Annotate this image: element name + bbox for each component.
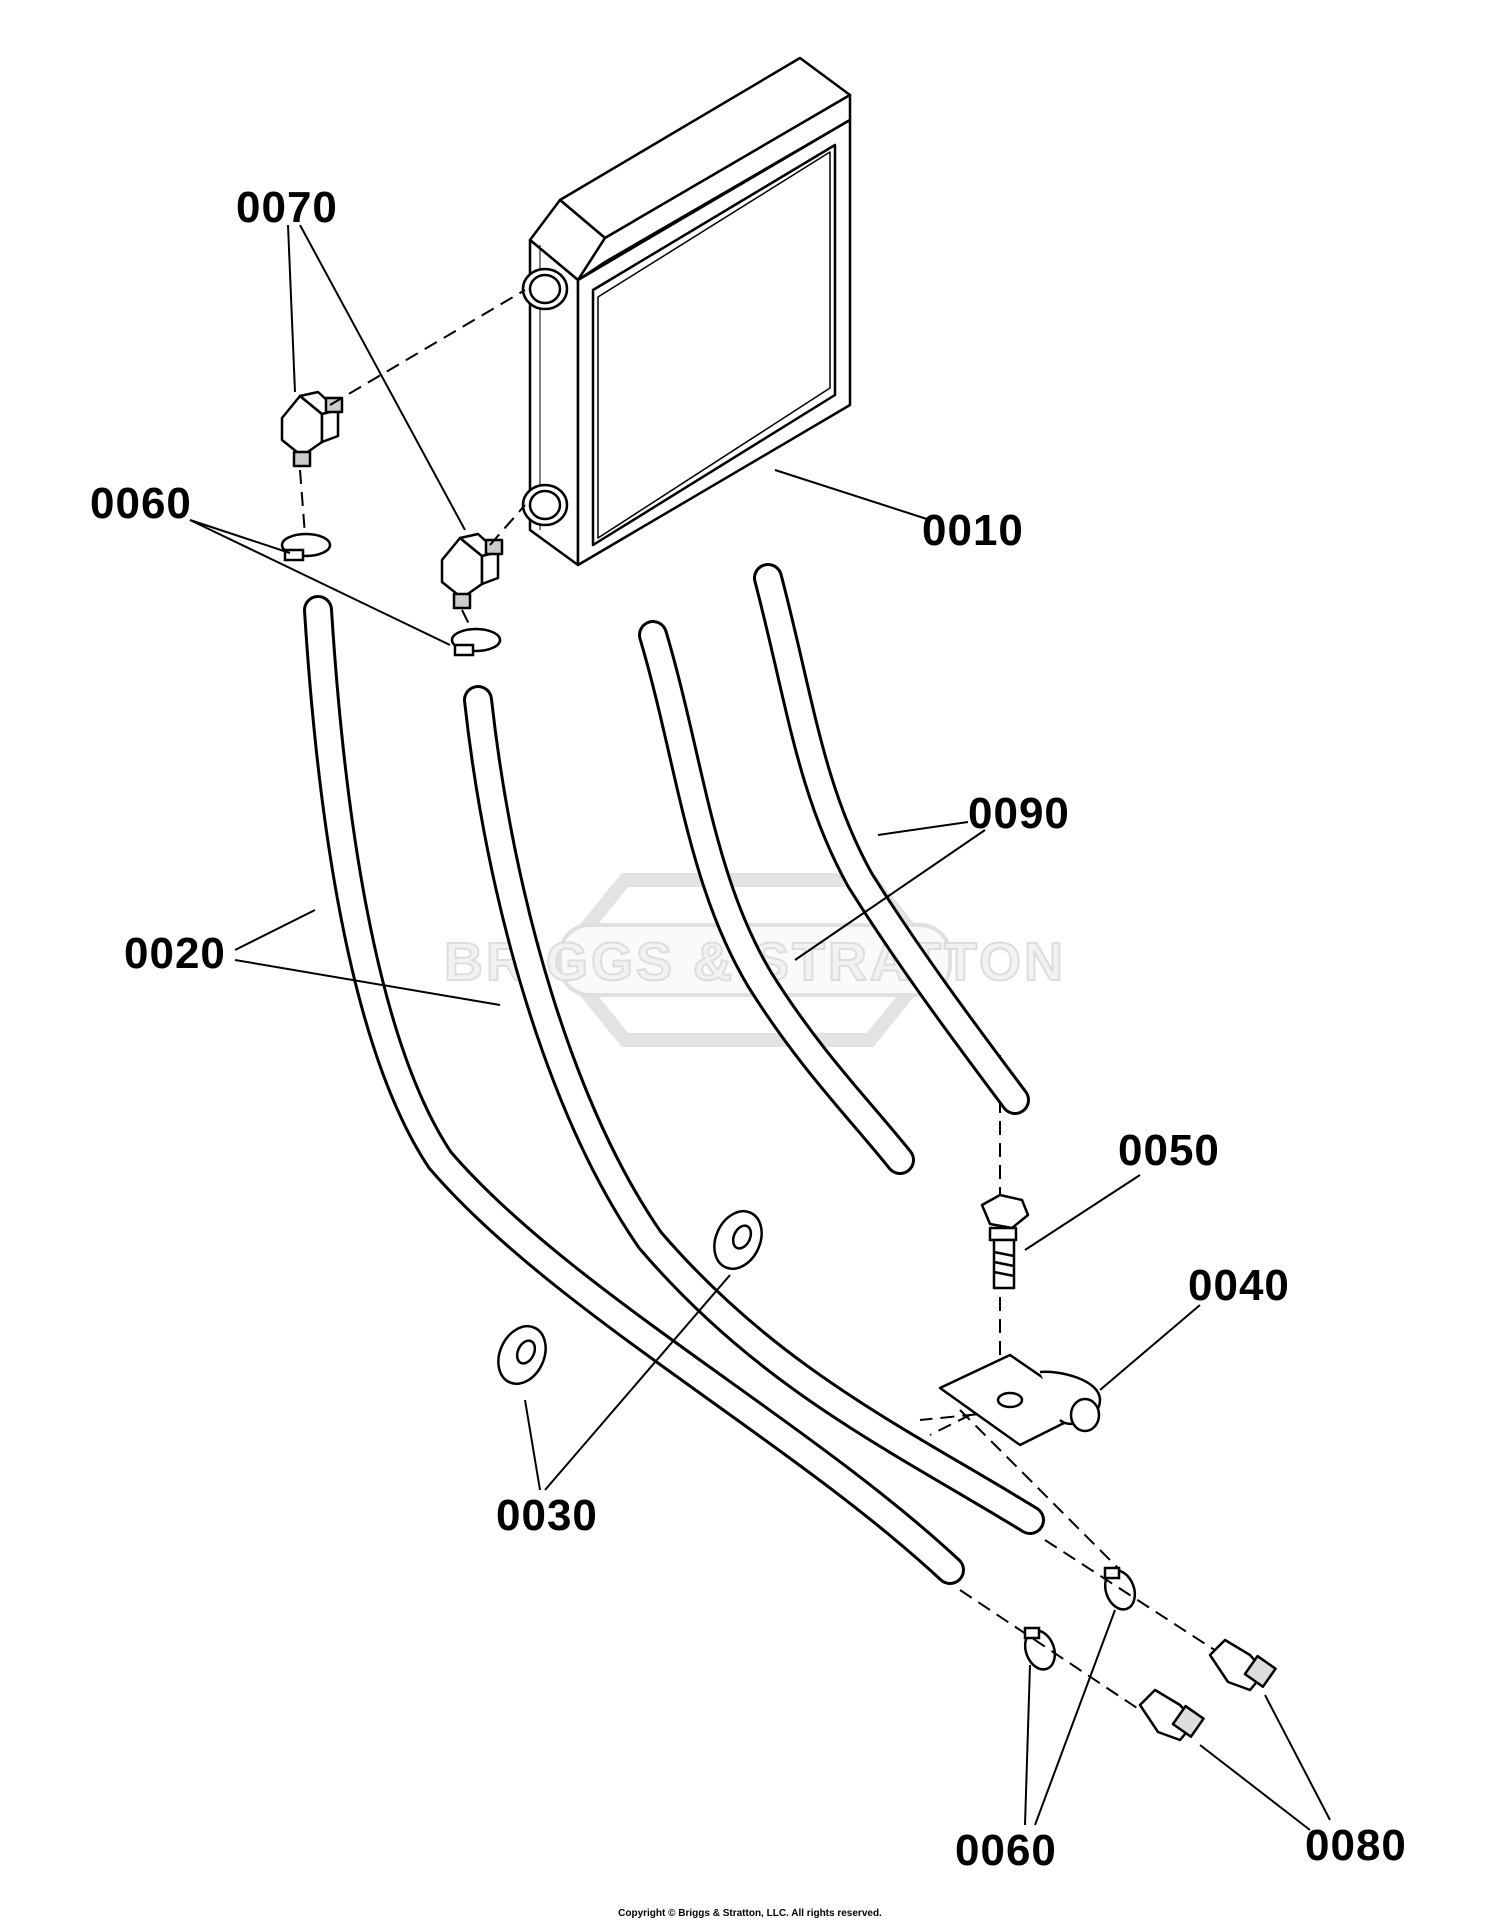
radiator bbox=[528, 56, 852, 567]
label-0090: 0090 bbox=[968, 789, 1070, 838]
hose-clamps-top bbox=[280, 532, 502, 657]
label-0050: 0050 bbox=[1118, 1126, 1220, 1175]
hose-0090-right bbox=[753, 563, 1030, 1115]
bracket bbox=[938, 1353, 1102, 1447]
label-0030: 0030 bbox=[496, 1491, 598, 1540]
label-0060-bottom: 0060 bbox=[955, 1826, 1057, 1875]
hose-clamps-bottom bbox=[1023, 1566, 1137, 1671]
hose-0020-right bbox=[463, 685, 1045, 1535]
hose-0090-left bbox=[638, 620, 915, 1175]
washers bbox=[497, 1210, 763, 1385]
bolt bbox=[980, 1193, 1030, 1290]
label-0040: 0040 bbox=[1188, 1261, 1290, 1310]
leader-lines bbox=[189, 224, 1331, 1831]
copyright-notice: Copyright © Briggs & Stratton, LLC. All … bbox=[618, 1908, 882, 1919]
elbow-fitting-lower bbox=[440, 532, 504, 610]
label-0080: 0080 bbox=[1305, 1821, 1407, 1870]
label-0020: 0020 bbox=[124, 929, 226, 978]
label-0070: 0070 bbox=[236, 183, 338, 232]
label-0010: 0010 bbox=[922, 506, 1024, 555]
radiator-ports bbox=[521, 267, 569, 527]
straight-fittings bbox=[1138, 1638, 1277, 1742]
label-0060-top: 0060 bbox=[90, 479, 192, 528]
elbow-fitting-upper bbox=[280, 390, 344, 468]
hose-0020-left bbox=[303, 595, 965, 1585]
